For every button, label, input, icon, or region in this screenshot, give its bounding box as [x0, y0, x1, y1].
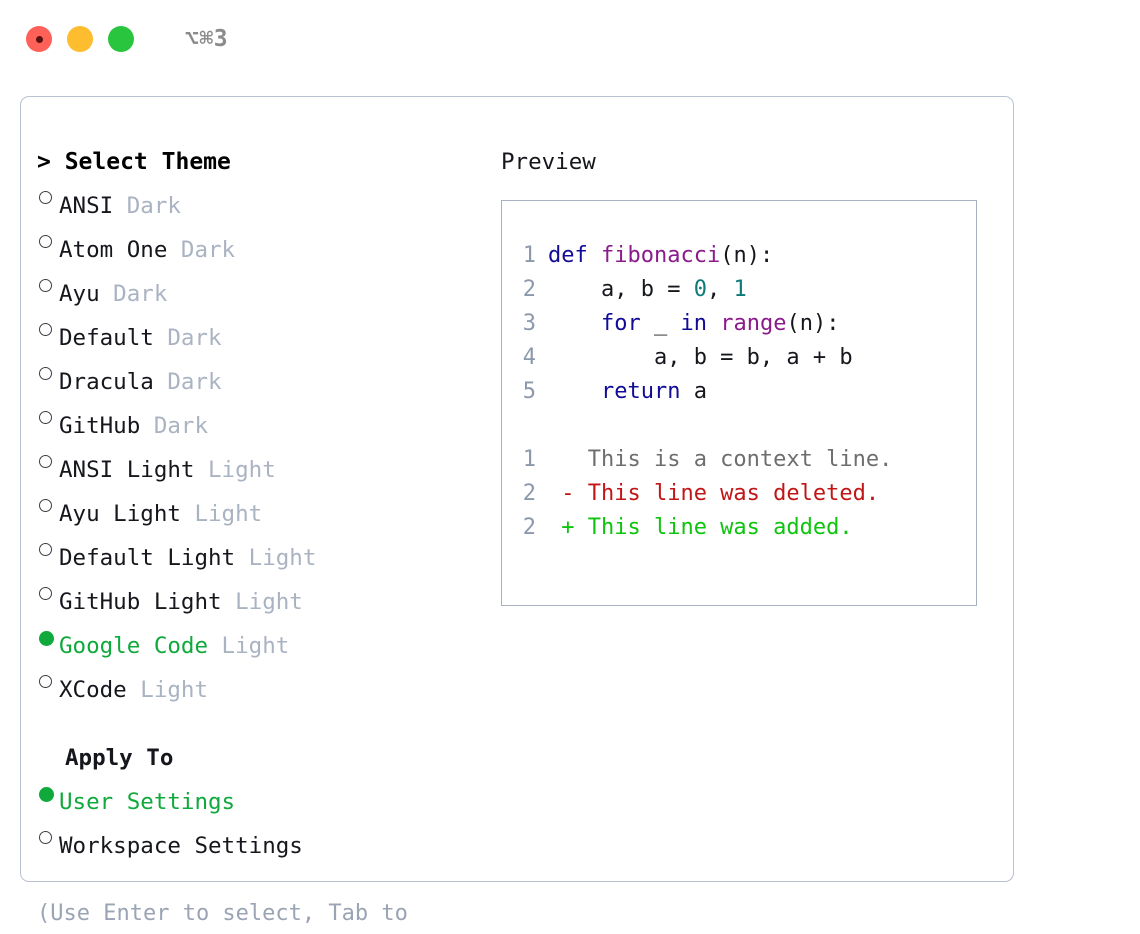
code-text: return a	[548, 379, 707, 404]
line-number: 1	[522, 243, 536, 268]
code-line: 3 for _ in range(n):	[502, 307, 976, 341]
radio-unselected-icon[interactable]	[37, 179, 59, 213]
close-button[interactable]	[26, 26, 52, 52]
line-number: 4	[522, 345, 536, 370]
theme-item-row[interactable]: Default Light Light	[37, 531, 489, 575]
apply-item-label: User Settings	[59, 789, 236, 815]
theme-item-tag: Light	[180, 501, 263, 527]
radio-unselected-icon[interactable]	[37, 311, 59, 345]
title-bar: ⌥⌘3	[0, 0, 1140, 78]
theme-item-label: Atom One	[59, 237, 168, 263]
theme-item-tag: Light	[235, 545, 317, 571]
line-number: 1	[522, 447, 536, 472]
keyboard-shortcut-label: ⌥⌘3	[185, 26, 229, 52]
diff-text: This is a context line.	[548, 447, 893, 472]
keyboard-hint-text: (Use Enter to select, Tab to change focu…	[37, 901, 408, 926]
theme-item-tag: Light	[221, 589, 303, 615]
radio-unselected-icon[interactable]	[37, 819, 59, 853]
radio-unselected-icon[interactable]	[37, 443, 59, 477]
line-number: 2	[522, 515, 536, 540]
theme-item-label: Ayu Light	[59, 501, 181, 527]
minimize-button[interactable]	[67, 26, 93, 52]
theme-item-tag: Dark	[153, 325, 222, 351]
radio-unselected-icon[interactable]	[37, 267, 59, 301]
theme-item-label: Ayu	[59, 281, 100, 307]
diff-text: + This line was added.	[548, 515, 853, 540]
theme-item-label: GitHub Light	[59, 589, 222, 615]
theme-item-row[interactable]: ANSI Dark	[37, 179, 489, 223]
theme-item-label: Default	[59, 325, 154, 351]
theme-item-row[interactable]: Ayu Dark	[37, 267, 489, 311]
line-number: 2	[522, 481, 536, 506]
theme-item-label: Google Code	[59, 633, 209, 659]
theme-item-label: Default Light	[59, 545, 236, 571]
diff-text: - This line was deleted.	[548, 481, 880, 506]
code-text: for _ in range(n):	[548, 311, 840, 336]
theme-item-tag: Dark	[113, 193, 181, 219]
theme-item-tag: Dark	[167, 237, 236, 263]
radio-unselected-icon[interactable]	[37, 355, 59, 389]
line-number: 2	[522, 277, 536, 302]
radio-unselected-icon[interactable]	[37, 399, 59, 433]
code-line: 4 a, b = b, a + b	[502, 341, 976, 375]
theme-item-label: ANSI	[59, 193, 114, 219]
theme-item-label: GitHub	[59, 413, 141, 439]
preview-title: Preview	[501, 149, 596, 175]
select-theme-header: > Select Theme	[37, 149, 231, 175]
maximize-button[interactable]	[108, 26, 134, 52]
theme-item-row[interactable]: Ayu Light Light	[37, 487, 489, 531]
code-line: 2 a, b = 0, 1	[502, 273, 976, 307]
line-number: 5	[522, 379, 536, 404]
diff-line: 2 - This line was deleted.	[502, 477, 976, 511]
apply-item-row[interactable]: User Settings	[37, 775, 489, 819]
theme-item-tag: Light	[194, 457, 276, 483]
theme-item-row[interactable]: Google Code Light	[37, 619, 489, 663]
theme-item-row[interactable]: XCode Light	[37, 663, 489, 707]
apply-item-row[interactable]: Workspace Settings	[37, 819, 489, 863]
code-text: def fibonacci(n):	[548, 243, 774, 268]
radio-unselected-icon[interactable]	[37, 663, 59, 697]
theme-item-tag: Light	[208, 633, 290, 659]
theme-item-row[interactable]: GitHub Dark	[37, 399, 489, 443]
theme-item-label: XCode	[59, 677, 127, 703]
theme-item-tag: Light	[126, 677, 209, 703]
code-line: 5 return a	[502, 375, 976, 409]
apply-item-label: Workspace Settings	[59, 833, 303, 859]
theme-item-tag: Dark	[140, 413, 209, 439]
theme-item-tag: Dark	[153, 369, 222, 395]
radio-selected-icon[interactable]	[37, 775, 59, 809]
theme-item-label: Dracula	[59, 369, 154, 395]
code-line: 1 def fibonacci(n):	[502, 239, 976, 273]
theme-item-row[interactable]: GitHub Light Light	[37, 575, 489, 619]
diff-line: 1 This is a context line.	[502, 443, 976, 477]
diff-sample: 1 This is a context line.2 - This line w…	[502, 443, 976, 545]
radio-unselected-icon[interactable]	[37, 487, 59, 521]
theme-item-label: ANSI Light	[59, 457, 195, 483]
theme-item-row[interactable]: Default Dark	[37, 311, 489, 355]
code-blank-line	[502, 409, 976, 443]
apply-to-header: Apply To	[65, 745, 174, 771]
line-number: 3	[522, 311, 536, 336]
radio-unselected-icon[interactable]	[37, 575, 59, 609]
radio-unselected-icon[interactable]	[37, 223, 59, 257]
radio-unselected-icon[interactable]	[37, 531, 59, 565]
theme-item-row[interactable]: ANSI Light Light	[37, 443, 489, 487]
theme-item-row[interactable]: Atom One Dark	[37, 223, 489, 267]
list-spacer	[37, 707, 489, 741]
theme-item-row[interactable]: Dracula Dark	[37, 355, 489, 399]
code-text: a, b = 0, 1	[548, 277, 747, 302]
theme-item-tag: Dark	[99, 281, 168, 307]
radio-selected-icon[interactable]	[37, 619, 59, 653]
code-text: a, b = b, a + b	[548, 345, 853, 370]
diff-line: 2 + This line was added.	[502, 511, 976, 545]
